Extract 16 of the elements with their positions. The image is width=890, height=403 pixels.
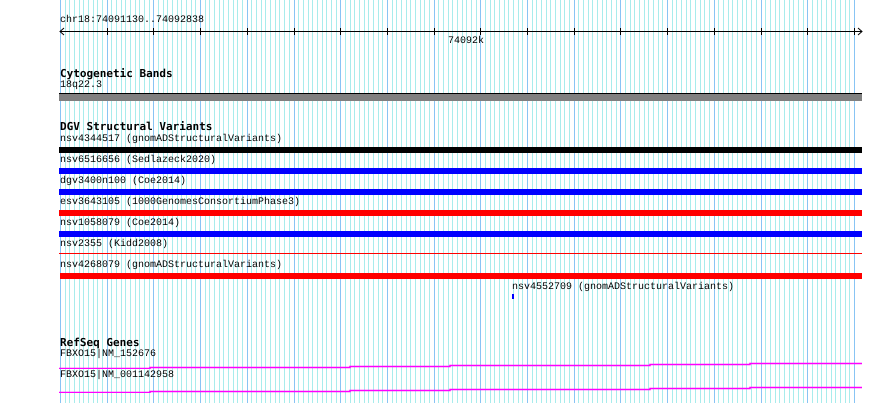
- feature-label: FBXO15|NM_152676: [60, 349, 156, 360]
- feature-label: nsv1058079 (Coe2014): [60, 218, 180, 229]
- feature-label: nsv4268079 (gnomADStructuralVariants): [60, 260, 282, 271]
- track-heading: RefSeq Genes: [60, 337, 140, 348]
- feature-label: 18q22.3: [60, 80, 102, 91]
- feature-label: nsv6516656 (Sedlazeck2020): [60, 155, 216, 166]
- feature-label: FBXO15|NM_001142958: [60, 370, 174, 381]
- coordinate-range: chr18:74091130..74092838: [60, 15, 204, 26]
- track-heading: DGV Structural Variants: [60, 121, 212, 132]
- feature-label: esv3643105 (1000GenomesConsortiumPhase3): [60, 197, 300, 208]
- tick-label: 74092k: [448, 36, 484, 47]
- feature-label: nsv4344517 (gnomADStructuralVariants): [60, 134, 282, 145]
- feature-label: dgv3400n100 (Coe2014): [60, 176, 186, 187]
- track-heading: Cytogenetic Bands: [60, 68, 173, 79]
- feature-label: nsv4552709 (gnomADStructuralVariants): [512, 282, 734, 293]
- feature-label: nsv2355 (Kidd2008): [60, 239, 168, 250]
